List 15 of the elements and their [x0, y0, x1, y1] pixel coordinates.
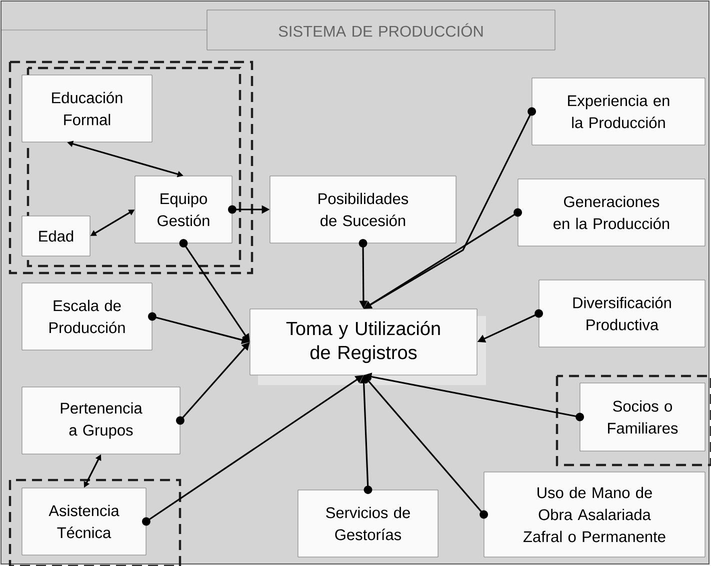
factor-box: Edad	[22, 216, 90, 256]
factor-box: Equipo Gestión	[134, 176, 232, 244]
factor-box: Socios o Familiares	[580, 382, 706, 452]
factor-box: Posibilidades de Sucesión	[270, 176, 456, 244]
factor-box: Generaciones en la Producción	[518, 178, 706, 246]
factor-box: Pertenencia a Grupos	[22, 386, 180, 454]
central-box: Toma y Utilización de Registros	[250, 308, 478, 376]
factor-box: Escala de Producción	[22, 282, 152, 350]
title-box: SISTEMA DE PRODUCCIÓN	[206, 10, 556, 50]
factor-box: Asistencia Técnica	[22, 488, 146, 556]
factor-box: Experiencia en la Producción	[532, 78, 706, 146]
factor-box: Diversificación Productiva	[538, 280, 706, 348]
factor-box: Uso de Mano de Obra Asalariada Zafral o Permanente	[484, 472, 706, 558]
factor-box: Educación Formal	[22, 74, 152, 142]
factor-box: Servicios de Gestorías	[298, 490, 438, 558]
